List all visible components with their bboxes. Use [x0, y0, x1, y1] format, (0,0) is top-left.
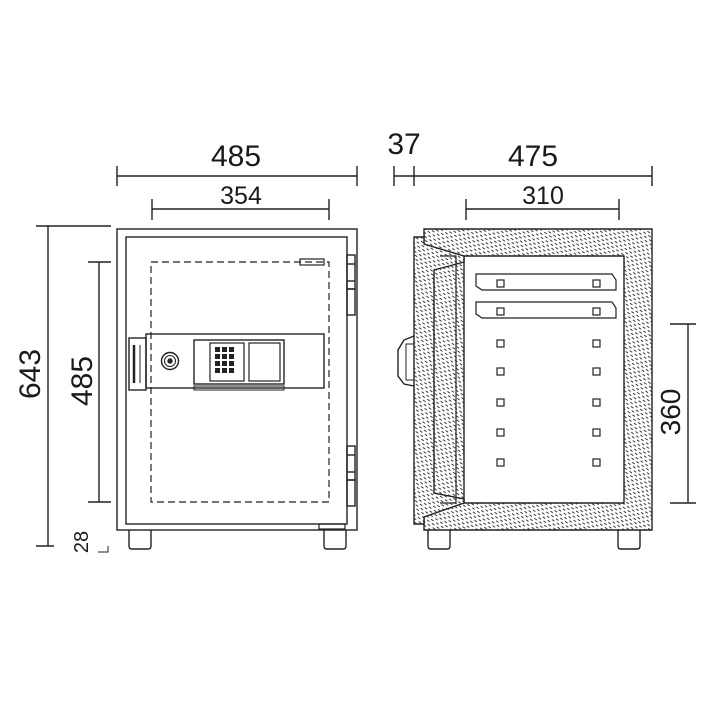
side-overall-depth-label: 475: [508, 140, 558, 173]
side-view: [393, 166, 696, 550]
front-overall-width-label: 485: [211, 140, 261, 173]
side-door-thickness-dimension: [393, 166, 415, 186]
front-inner-width-dimension: [151, 199, 330, 220]
front-overall-height-dimension: [36, 225, 111, 547]
side-shelves: [475, 273, 617, 319]
front-key-lock: [160, 351, 180, 371]
front-overall-height-label: 643: [14, 349, 47, 399]
side-interior-height-dimension: [670, 323, 696, 504]
front-keypad-housing: [193, 339, 285, 385]
front-foot-height-label: 28: [71, 531, 93, 553]
front-body: [116, 228, 358, 531]
side-shelf-pin-holes: [496, 279, 601, 467]
front-inner-height-label: 485: [66, 356, 99, 406]
front-door: [125, 236, 348, 525]
front-inner-width-label: 354: [220, 182, 262, 210]
front-feet: [128, 530, 347, 550]
side-inner-depth-dimension: [465, 199, 620, 220]
side-handle: [397, 335, 415, 387]
front-handle: [128, 337, 147, 391]
front-view: [36, 166, 358, 553]
front-keypad: [215, 347, 234, 373]
front-bottom-indicator: [318, 523, 346, 530]
side-inner-depth-label: 310: [522, 182, 564, 210]
side-feet: [427, 530, 641, 550]
front-foot-height-dimension: [98, 546, 109, 553]
side-door-inner-edge: [440, 255, 457, 504]
front-hinges: [346, 254, 356, 507]
side-overall-depth-dimension: [414, 166, 653, 186]
front-inner-height-dimension: [88, 261, 111, 503]
front-top-indicator: [299, 258, 325, 266]
front-inner-compartment: [150, 261, 330, 503]
side-interior-height-label: 360: [655, 389, 686, 436]
side-door-thickness-label: 37: [387, 128, 420, 161]
front-overall-width-dimension: [116, 166, 358, 186]
side-door-section: [413, 236, 465, 525]
